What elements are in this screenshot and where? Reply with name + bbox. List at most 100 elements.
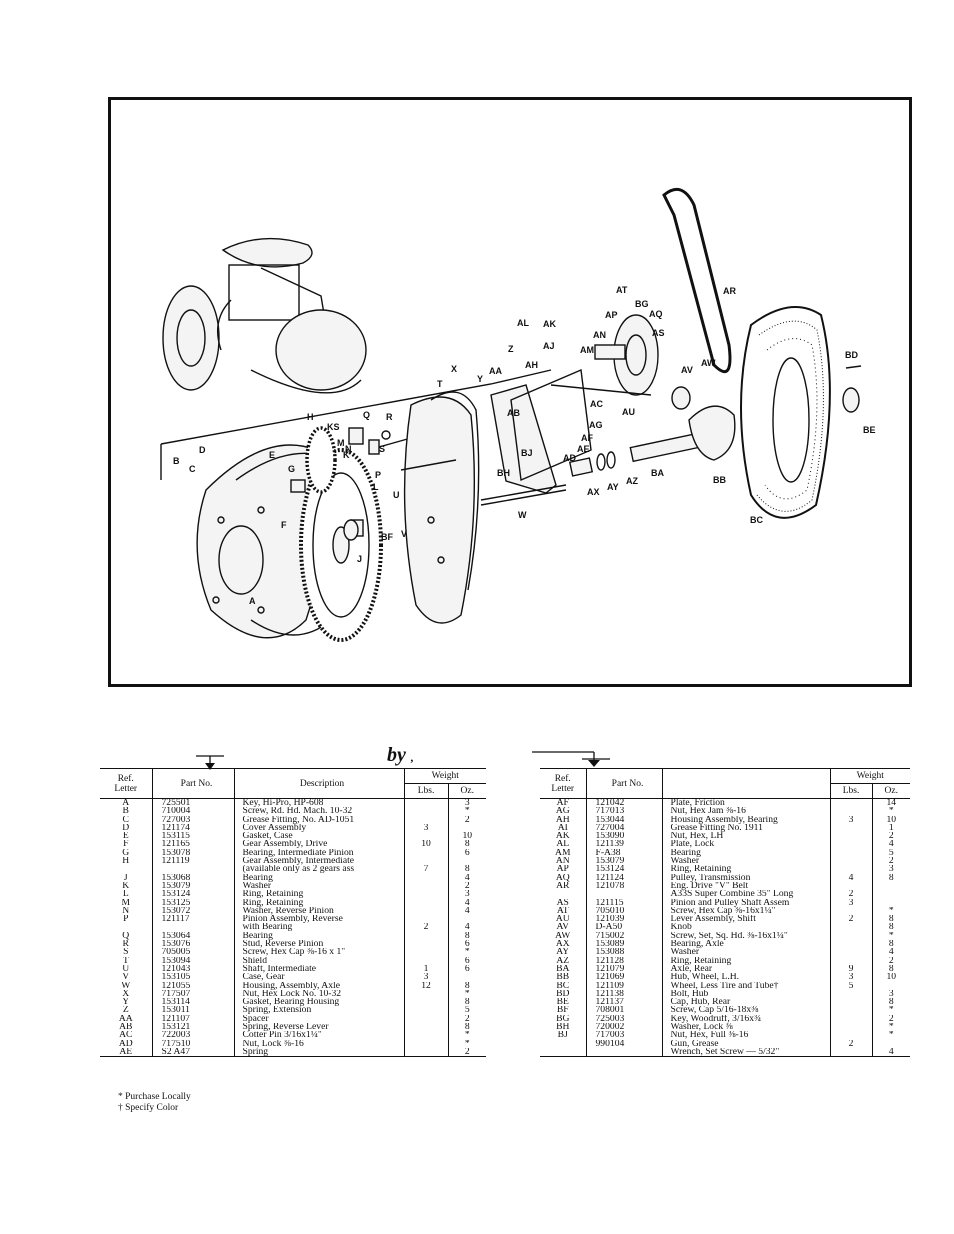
description: (available only as 2 gears ass [234,865,405,874]
label-ae: AE [577,444,590,454]
label-an: AN [593,330,606,340]
weight-oz [448,973,486,981]
weight-lbs [404,915,449,924]
description: Nut, Hex, LH [662,832,831,841]
weight-oz [872,890,910,898]
label-be: BE [863,425,876,435]
part-number: 153121 [152,1023,235,1032]
rear-axle-ba [568,431,705,477]
weight-lbs: 2 [830,915,873,924]
weight-oz: 2 [888,956,894,965]
ref-letter: E [100,832,153,841]
ref-letter: AG [540,807,587,816]
label-q: Q [363,410,370,420]
description: Key, Woodruff, 3/16x¾ [662,1014,831,1024]
weight-lbs [404,873,449,882]
ref-letter: AT [540,906,587,916]
weight-lbs: 3 [830,973,873,982]
weight-lbs [404,1006,449,1015]
label-aa: AA [489,366,502,376]
part-number: 121069 [586,973,663,982]
rear-tire-bc [740,306,831,519]
weight-oz: 8 [464,865,470,874]
label-t: T [437,379,443,389]
transmission-pulley-aq [594,187,732,396]
weight-lbs [404,1047,449,1057]
rider-vignette [162,237,367,394]
part-number: 153064 [152,931,235,941]
weight-oz: * [888,1023,894,1032]
ref-letter: BH [540,1023,587,1032]
label-bc: BC [750,515,763,525]
ref-letter: Q [100,931,153,941]
gear-case-v [400,391,480,624]
footnotes: * Purchase Locally † Specify Color [118,1092,191,1114]
weight-oz: 4 [888,1047,894,1057]
description: Plate, Friction [662,798,831,808]
weight-oz: 8 [464,931,470,941]
weight-lbs: 2 [830,890,873,899]
part-no-header: Part No. [586,768,663,799]
ref-letter: AP [540,865,587,874]
part-number: 121039 [586,915,663,924]
part-number: 705005 [152,948,235,957]
label-ay: AY [607,482,619,492]
ref-letter: AW [540,931,587,941]
weight-lbs [830,840,873,849]
shift-lever-au [550,384,691,410]
weight-lbs [830,931,873,941]
weight-lbs [404,1014,449,1024]
label-k: K [343,450,350,460]
weight-oz: 3 [464,890,470,899]
description: Gear Assembly, Intermediate [234,857,405,866]
description: Washer, Reverse Pinion [234,906,405,916]
weight-lbs: 7 [404,865,449,874]
weight-lbs [404,940,449,949]
weight-oz: 8 [464,840,470,849]
ref-letter: W [100,981,153,990]
description: Washer [662,948,831,957]
part-number: 121174 [152,823,235,833]
weight-lbs [830,989,873,999]
part-number: 153079 [586,857,663,866]
label-au: AU [622,407,635,417]
parts-table-left: Ref.Letter Part No. Description Weight L… [100,768,486,1058]
part-callouts: A B C D E F G H J K KS L M N P Q R S T U… [173,285,876,606]
label-p: P [375,470,381,480]
description: Cover Assembly [234,823,405,833]
weight-lbs: 12 [404,981,449,990]
part-number: 153088 [586,948,663,957]
label-ba: BA [651,468,664,478]
weight-oz: 4 [464,906,470,916]
weight-oz: 14 [886,798,897,808]
weight-lbs [830,1047,873,1057]
part-number: 121124 [586,873,663,882]
weight-lbs: 4 [830,873,873,882]
part-number: 717003 [586,1031,663,1040]
label-aq: AQ [649,309,663,319]
part-number: 153090 [586,832,663,841]
weight-lbs [404,1039,449,1048]
weight-lbs [404,807,449,816]
description: Pinion and Pulley Shaft Assem [662,898,831,907]
weight-lbs [404,832,449,841]
ref-letter: AE [100,1047,153,1057]
description: Bearing, Axle [662,940,831,949]
weight-lbs [404,956,449,965]
weight-lbs [830,1014,873,1024]
reverse-pinion-parts [348,427,412,455]
label-az: AZ [626,476,638,486]
weight-oz: 2 [464,815,470,824]
weight-lbs [404,857,449,866]
part-number: 717013 [586,807,663,816]
